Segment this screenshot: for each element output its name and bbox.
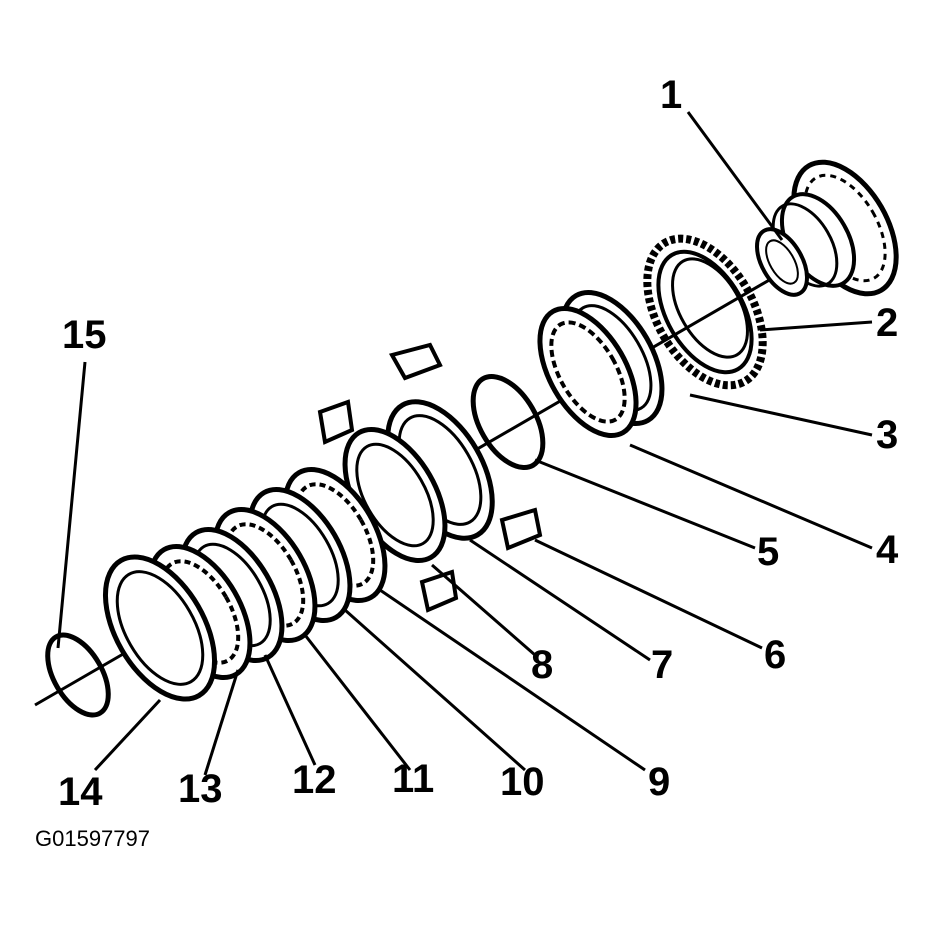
callout-8: 8 xyxy=(531,643,553,687)
callout-15: 15 xyxy=(62,313,107,357)
part-5-snap-ring xyxy=(470,373,546,471)
leader-7 xyxy=(469,538,651,662)
part-4-backing-plate xyxy=(537,290,665,439)
leader-lines xyxy=(56,111,873,776)
part-15-snap-ring xyxy=(45,632,111,718)
part-14-end-plate xyxy=(102,554,218,702)
callout-4: 4 xyxy=(876,528,899,572)
callout-7: 7 xyxy=(651,643,673,687)
leader-9 xyxy=(379,588,646,772)
leader-3 xyxy=(689,393,873,437)
callout-9: 9 xyxy=(648,760,670,804)
leader-1 xyxy=(686,111,784,241)
leader-5 xyxy=(534,458,756,550)
callout-1: 1 xyxy=(660,73,682,117)
leader-15 xyxy=(56,361,87,649)
part-6-spring-blocks xyxy=(317,342,543,613)
callout-6: 6 xyxy=(764,633,786,677)
leader-13 xyxy=(203,669,240,776)
leader-8 xyxy=(431,563,536,657)
leader-4 xyxy=(629,443,873,550)
leader-14 xyxy=(93,698,162,772)
leader-10 xyxy=(344,608,526,772)
part-2-ring-gear xyxy=(643,234,767,390)
callout-12: 12 xyxy=(292,758,337,802)
callout-13: 13 xyxy=(178,767,223,811)
callout-5: 5 xyxy=(757,530,779,574)
callout-10: 10 xyxy=(500,760,545,804)
leader-6 xyxy=(534,538,763,650)
callout-14: 14 xyxy=(58,770,103,814)
callout-2: 2 xyxy=(876,301,898,345)
leader-11 xyxy=(303,634,412,771)
callout-11: 11 xyxy=(392,757,434,801)
leader-2 xyxy=(759,320,873,332)
part-1-hub-assembly xyxy=(755,159,899,297)
callout-3: 3 xyxy=(876,413,898,457)
leader-12 xyxy=(263,654,317,766)
figure-id: G01597797 xyxy=(35,826,150,851)
